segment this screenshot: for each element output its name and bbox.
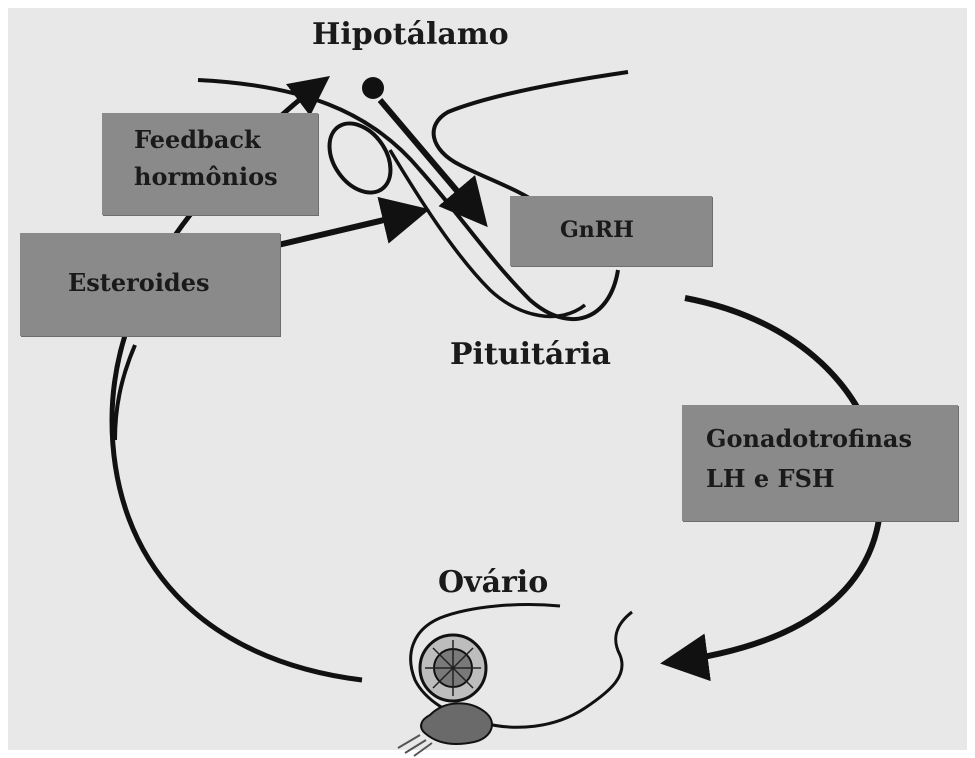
gnrh-neuron-body: [362, 77, 384, 99]
gnrh-box: GnRH: [510, 196, 712, 266]
feedback-line1: Feedback: [134, 125, 261, 154]
feedback-line2: hormônios: [134, 162, 278, 192]
gonadotropins-line2: LH e FSH: [706, 463, 835, 493]
gnrh-text: GnRH: [560, 217, 634, 243]
pituitary-stalk-outline: [388, 149, 587, 319]
gonadotropins-line1: Gonadotrofinas: [706, 424, 912, 453]
steroids-arrow: [277, 196, 430, 248]
feedback-loop-inner-line: [113, 344, 137, 441]
hypothalamus-label: Hipotálamo: [312, 17, 509, 52]
pituitary-upper-outline: [431, 70, 629, 207]
hypothalamic-nucleus: [327, 121, 393, 195]
gonadotropins-box: Gonadotrofinas LH e FSH: [682, 405, 958, 521]
follicle-rays: [425, 640, 481, 696]
ovary-illustration: [397, 603, 633, 757]
fimbria-wisps: [397, 734, 433, 757]
steroids-text: Esteroides: [68, 268, 210, 297]
pituitary-label: Pituitária: [450, 337, 611, 372]
corpus-luteum: [420, 702, 493, 745]
feedback-hormones-box: Feedback hormônios: [102, 113, 318, 215]
ovary-label: Ovário: [438, 565, 549, 600]
gnrh-release-arrow: [377, 98, 488, 228]
steroids-box: Esteroides: [20, 233, 280, 336]
